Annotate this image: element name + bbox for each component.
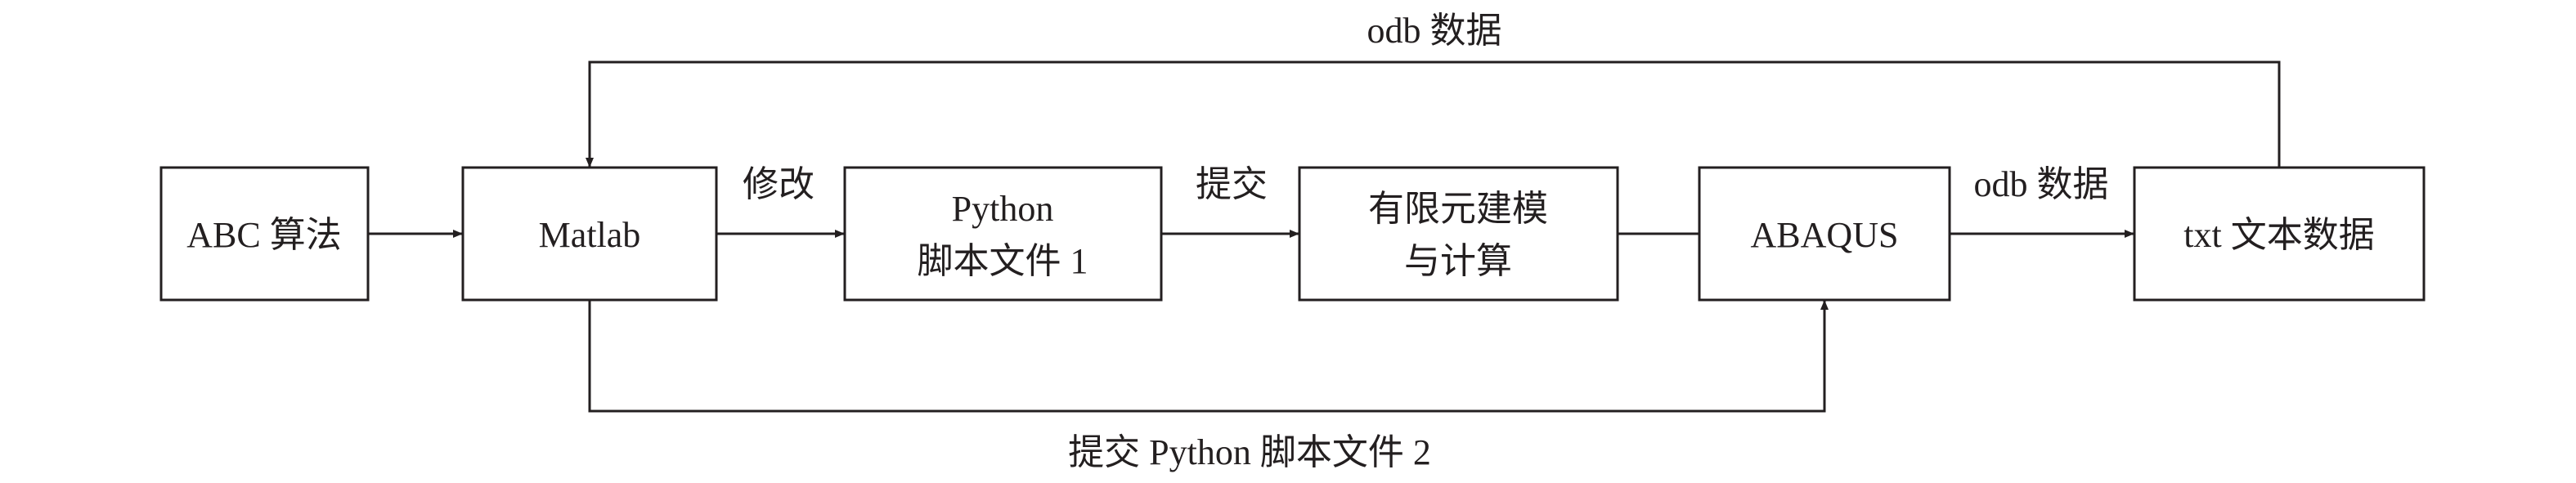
box-abc-algorithm: ABC 算法 (159, 166, 370, 302)
box-fem-line1: 有限元建模 (1368, 189, 1548, 229)
box-python1-line1: Python (952, 189, 1054, 229)
box-txt-label: txt 文本数据 (2183, 215, 2374, 255)
box-python1-line2: 脚本文件 1 (918, 241, 1088, 281)
box-abaqus: ABAQUS (1698, 166, 1951, 302)
box-abc-label: ABC 算法 (186, 215, 341, 255)
label-abaqus-to-txt: odb 数据 (1974, 164, 2109, 204)
edge-txt-feedback-to-matlab (586, 60, 2281, 168)
label-bottom-submit: 提交 Python 脚本文件 2 (1068, 432, 1431, 472)
box-matlab-label: Matlab (539, 215, 641, 255)
box-txt-data: txt 文本数据 (2133, 166, 2426, 302)
box-abaqus-label: ABAQUS (1751, 215, 1899, 255)
box-fem-line2: 与计算 (1404, 241, 1512, 281)
label-top-feedback: odb 数据 (1367, 11, 1502, 51)
edge-matlab-to-abaqus-bottom (588, 300, 1829, 413)
box-matlab: Matlab (461, 166, 718, 302)
box-python-script-1: Python 脚本文件 1 (843, 166, 1163, 302)
label-submit: 提交 (1196, 164, 1268, 204)
box-fem-modeling: 有限元建模 与计算 (1298, 166, 1619, 302)
label-modify: 修改 (743, 164, 815, 204)
